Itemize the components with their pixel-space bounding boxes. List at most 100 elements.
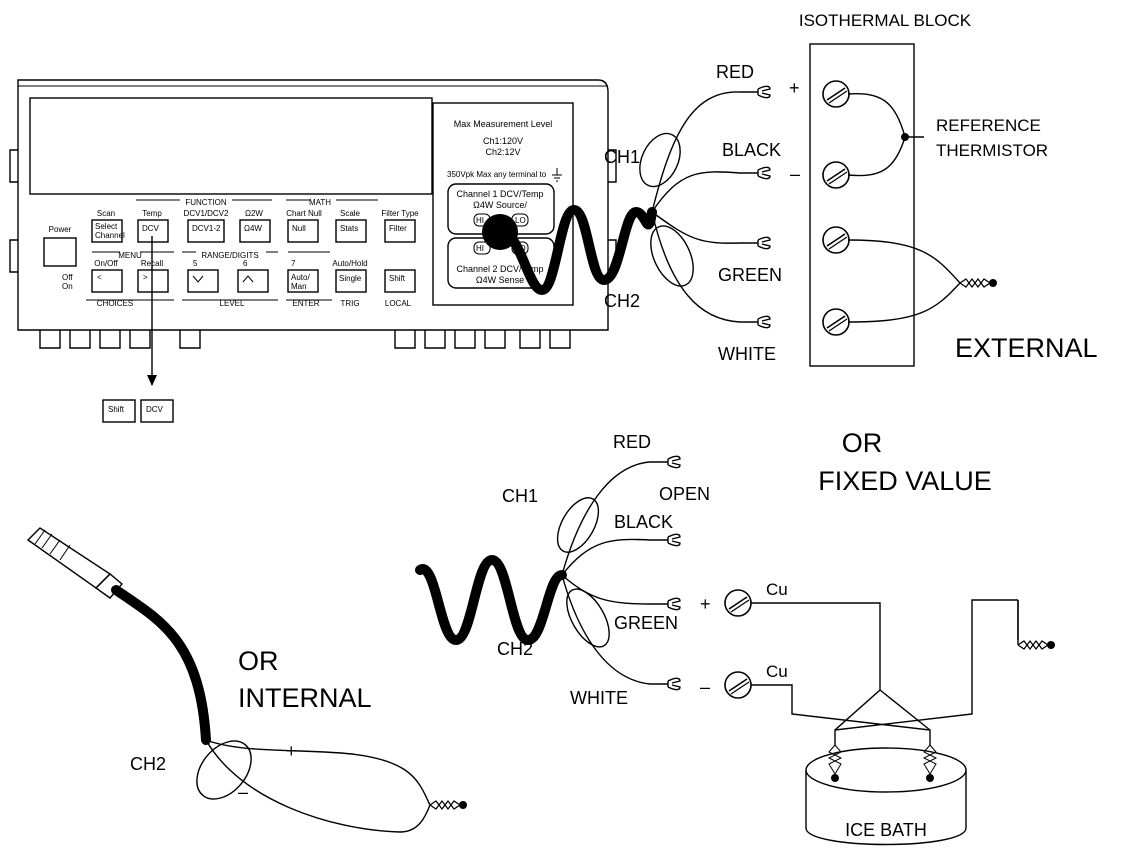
group-level: LEVEL: [220, 299, 245, 308]
label-black-bottom: BLACK: [614, 512, 673, 532]
on-off-label: On/Off: [94, 259, 118, 268]
ch2-ring-internal: [196, 740, 252, 800]
label-or-fixed: OR: [842, 428, 883, 458]
scan-label: Scan: [97, 209, 115, 218]
label-white-bottom: WHITE: [570, 688, 628, 708]
less-button[interactable]: [91, 269, 123, 293]
ch2-max: Ch2:12V: [485, 147, 520, 157]
null-text: Null: [292, 224, 306, 233]
auto-man-text-1: Auto/: [291, 273, 310, 282]
digit6-label: 6: [243, 259, 248, 268]
label-local: LOCAL: [385, 299, 412, 308]
bottom-cable: [415, 555, 567, 645]
stats-text: Stats: [340, 224, 358, 233]
temp-label: Temp: [142, 209, 162, 218]
label-black-top: BLACK: [722, 140, 781, 160]
ch2-ring-bottom: [566, 588, 610, 648]
auto-man-button[interactable]: [287, 269, 319, 293]
label-thermistor: THERMISTOR: [936, 141, 1048, 160]
label-trig: TRIG: [340, 299, 359, 308]
ch1-max: Ch1:120V: [483, 136, 523, 146]
up-button[interactable]: [237, 269, 269, 293]
combo-dcv-text: DCV: [146, 405, 164, 414]
multimeter: Max Measurement Level Ch1:120V Ch2:12V 3…: [9, 79, 617, 349]
power-label: Power: [49, 225, 72, 234]
label-green-bottom: GREEN: [614, 613, 678, 633]
label-ice-bath: ICE BATH: [845, 820, 927, 840]
label-ch2-internal: CH2: [130, 754, 166, 774]
select-channel-button[interactable]: [91, 219, 123, 243]
down-button[interactable]: [187, 269, 219, 293]
label-cu-2: Cu: [766, 662, 788, 681]
group-choices: CHOICES: [97, 299, 133, 308]
ch1-panel-sub: Ω4W Source/: [473, 200, 527, 210]
group-math: MATH: [309, 198, 331, 207]
power-button[interactable]: [43, 237, 77, 267]
shift-text: Shift: [389, 274, 406, 283]
internal-junction: [429, 800, 468, 810]
minus-top: –: [790, 164, 800, 184]
group-menu: MENU: [118, 251, 142, 260]
ohm4w-text: Ω4W: [244, 224, 262, 233]
top-cable: [495, 205, 657, 295]
ground-icon: [552, 168, 562, 182]
bottom-wires: [561, 461, 651, 685]
terminal-panel: [432, 102, 574, 306]
isothermal-block: [809, 43, 915, 367]
dcv-text: DCV: [142, 224, 160, 233]
label-reference: REFERENCE: [936, 116, 1041, 135]
max-level-title: Max Measurement Level: [454, 119, 553, 129]
null-button[interactable]: [287, 219, 319, 243]
single-button[interactable]: [335, 269, 367, 293]
combo-shift-text: Shift: [108, 405, 125, 414]
stats-button[interactable]: [335, 219, 367, 243]
dcv1-2-text: DCV1-2: [192, 224, 221, 233]
label-open: OPEN: [659, 484, 710, 504]
select-channel-text-1: Select: [95, 222, 118, 231]
label-or-internal: OR: [238, 646, 279, 676]
on-label: On: [62, 282, 73, 291]
filter-type-label: Filter Type: [381, 209, 419, 218]
fixed-junction: [1017, 640, 1056, 650]
combo-shift-key: [102, 399, 136, 423]
ice-bath: [805, 744, 967, 846]
filter-button[interactable]: [384, 219, 416, 243]
minus-internal: –: [238, 782, 248, 802]
label-fixed-value: FIXED VALUE: [818, 466, 992, 496]
dcv1-2-button[interactable]: [187, 219, 225, 243]
off-label: Off: [62, 273, 73, 282]
digit7-label: 7: [291, 259, 296, 268]
group-enter: ENTER: [292, 299, 319, 308]
combo-dcv-key: [140, 399, 174, 423]
greater-button[interactable]: [137, 269, 169, 293]
shift-button[interactable]: [384, 269, 416, 293]
ch2-ring: [650, 225, 694, 287]
ch1-lo: LO: [515, 216, 526, 225]
label-ch2-top: CH2: [604, 291, 640, 311]
label-cu-1: Cu: [766, 580, 788, 599]
label-internal: INTERNAL: [238, 683, 372, 713]
label-isothermal-block: ISOTHERMAL BLOCK: [799, 11, 972, 30]
group-function: FUNCTION: [185, 198, 227, 207]
top-wires: [651, 91, 741, 323]
digit5-label: 5: [193, 259, 198, 268]
auto-hold-label: Auto/Hold: [332, 259, 367, 268]
greater-text: >: [143, 273, 148, 282]
external-junction: [959, 278, 998, 288]
chevron-down-icon: [192, 275, 204, 283]
dcv-button[interactable]: [137, 219, 169, 243]
internal-probe: [26, 527, 211, 745]
label-red-top: RED: [716, 62, 754, 82]
chevron-up-icon: [242, 275, 254, 283]
less-text: <: [97, 273, 102, 282]
auto-man-text-2: Man: [291, 282, 307, 291]
ch1-hi: HI: [476, 216, 484, 225]
chart-null-label: Chart Null: [286, 209, 322, 218]
label-external: EXTERNAL: [955, 333, 1098, 363]
label-green-top: GREEN: [718, 265, 782, 285]
ohm4w-button[interactable]: [239, 219, 271, 243]
ch2-hi: HI: [476, 244, 484, 253]
ch1-panel: Channel 1 DCV/Temp: [456, 189, 543, 199]
minus-bottom: –: [700, 677, 710, 697]
label-red-bottom: RED: [613, 432, 651, 452]
